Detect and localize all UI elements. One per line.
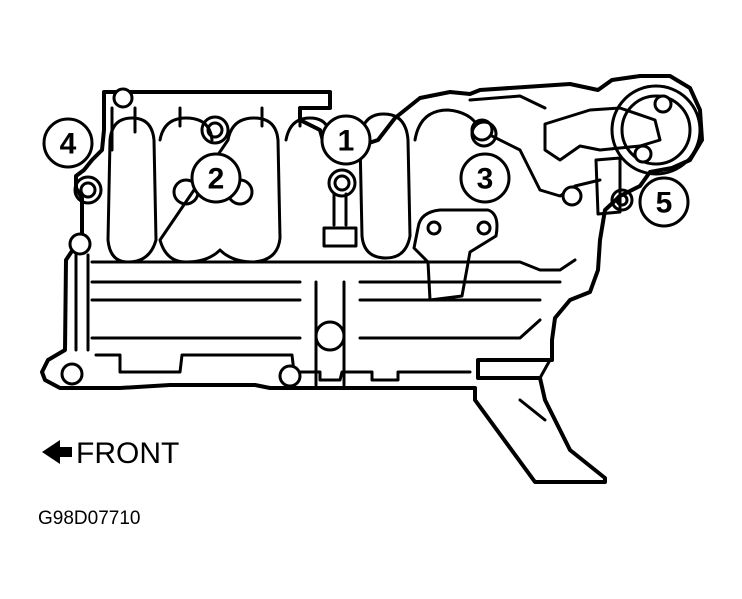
callout-1-label: 1 — [338, 125, 355, 158]
front-label: FRONT — [76, 437, 179, 470]
fastener-1-nut — [327, 168, 357, 198]
callout-5: 5 — [638, 176, 690, 228]
mounting-bracket — [412, 208, 499, 302]
callout-4-label: 4 — [60, 128, 77, 161]
fastener-4-nut — [73, 175, 103, 205]
callout-2-label: 2 — [208, 163, 225, 196]
callout-3-label: 3 — [477, 163, 494, 196]
throttle-body-assembly — [468, 84, 702, 216]
top-left-stud — [112, 87, 134, 109]
manifold-body — [40, 74, 704, 484]
callout-3: 3 — [459, 152, 511, 204]
callout-2: 2 — [190, 152, 242, 204]
figure-code: G98D07710 — [38, 508, 140, 529]
front-indicator: FRONT — [42, 437, 179, 470]
fastener-5-nut — [610, 188, 634, 212]
fastener-3-nut — [470, 120, 498, 148]
sensor-stem — [322, 192, 358, 248]
left-arrow-icon — [42, 440, 72, 464]
callout-5-label: 5 — [656, 187, 673, 220]
callout-1: 1 — [320, 114, 372, 166]
callout-4: 4 — [42, 117, 94, 169]
